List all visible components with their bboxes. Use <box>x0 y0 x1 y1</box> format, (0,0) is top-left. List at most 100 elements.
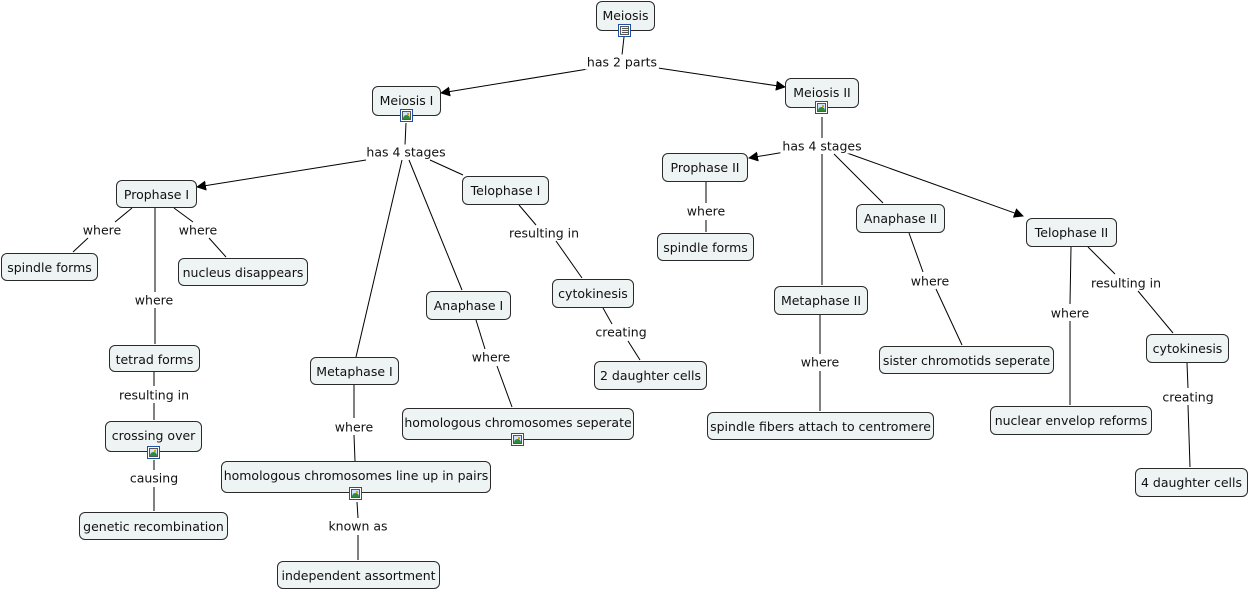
line-has4stages-telophase1 <box>429 159 464 176</box>
concept-label: independent assortment <box>281 568 436 583</box>
line-meiosis1-has4stages <box>404 122 407 146</box>
line-where2-nucleus <box>208 237 227 258</box>
concept-label: Telophase I <box>470 183 541 198</box>
concept-4-daughter-cells[interactable]: 4 daughter cells <box>1135 468 1248 497</box>
line-has4stages2-prophase2 <box>748 151 786 162</box>
concept-prophase-1[interactable]: Prophase I <box>116 180 197 208</box>
concept-label: Prophase II <box>670 160 740 175</box>
image-icon[interactable] <box>815 101 828 114</box>
line-telophase2-resultingin <box>1087 246 1116 275</box>
concept-label: Anaphase I <box>433 298 504 313</box>
concept-anaphase-2[interactable]: Anaphase II <box>856 204 945 233</box>
concept-spindle-fibers-attach[interactable]: spindle fibers attach to centromere <box>707 412 934 440</box>
line-where-sister <box>935 288 963 346</box>
link-label-has-4-stages-1: has 4 stages <box>364 144 448 160</box>
concept-label: Anaphase II <box>863 211 938 226</box>
line-meiosis-has2parts <box>621 36 625 56</box>
line-has2parts-meiosis2 <box>657 67 786 91</box>
concept-homologous-line-up[interactable]: homologous chromosomes line up in pairs <box>221 461 491 493</box>
link-label-where-m1: where <box>332 419 376 435</box>
link-label-causing: causing <box>127 470 181 486</box>
link-label-where-tetrad: where <box>132 292 176 308</box>
line-prophase1-where2 <box>173 207 194 223</box>
concept-label: nuclear envelop reforms <box>994 413 1148 428</box>
line-telophase2-where <box>1069 246 1072 305</box>
concept-label: Meiosis I <box>379 93 434 108</box>
concept-label: 4 daughter cells <box>1140 475 1243 490</box>
concept-label: genetic recombination <box>83 519 224 534</box>
line-prophase1-where1 <box>114 207 133 223</box>
concept-label: Meiosis <box>602 8 649 23</box>
concept-label: cytokinesis <box>558 286 628 301</box>
link-label-has-2-parts: has 2 parts <box>584 54 660 70</box>
link-label-resulting-in-t1: resulting in <box>506 225 582 241</box>
concept-cytokinesis-1[interactable]: cytokinesis <box>552 279 634 308</box>
concept-label: spindle forms <box>663 240 748 255</box>
line-has4stages2-telophase2 <box>846 152 1024 218</box>
concept-label: nucleus disappears <box>182 265 304 280</box>
concept-label: sister chromotids seperate <box>882 353 1051 368</box>
line-cytokinesis1-creating <box>602 307 613 325</box>
image-icon[interactable] <box>147 446 160 459</box>
line-has4stages-prophase1 <box>196 159 367 191</box>
concept-label: homologous chromosomes seperate <box>404 415 632 430</box>
concept-label: 2 daughter cells <box>599 368 702 383</box>
concept-spindle-forms-2[interactable]: spindle forms <box>657 233 754 261</box>
line-cytokinesis2-creating <box>1186 362 1189 389</box>
concept-label: Telophase II <box>1034 225 1109 240</box>
concept-anaphase-1[interactable]: Anaphase I <box>426 291 511 320</box>
concept-genetic-recombination[interactable]: genetic recombination <box>79 512 228 540</box>
concept-nuclear-envelop[interactable]: nuclear envelop reforms <box>990 406 1152 435</box>
image-icon[interactable] <box>400 109 413 122</box>
concept-2-daughter-cells[interactable]: 2 daughter cells <box>594 361 707 390</box>
concept-metaphase-2[interactable]: Metaphase II <box>774 286 868 315</box>
line-has2parts-meiosis1 <box>440 68 589 97</box>
concept-cytokinesis-2[interactable]: cytokinesis <box>1146 334 1229 363</box>
concept-telophase-2[interactable]: Telophase II <box>1026 218 1117 247</box>
concept-label: homologous chromosomes line up in pairs <box>223 468 489 483</box>
concept-label: Metaphase I <box>316 364 393 379</box>
link-label-resulting-in-t2: resulting in <box>1088 275 1164 291</box>
concept-telophase-1[interactable]: Telophase I <box>462 176 549 205</box>
concept-label: Metaphase II <box>780 293 862 308</box>
concept-label: cytokinesis <box>1152 341 1223 356</box>
concept-spindle-forms-1[interactable]: spindle forms <box>1 253 98 281</box>
link-label-creating-1: creating <box>593 324 649 340</box>
line-where1-spindle <box>72 237 89 253</box>
line-has4stages-anaphase1 <box>408 159 463 291</box>
concept-label: crossing over <box>111 428 196 443</box>
link-label-where-a1: where <box>469 349 513 365</box>
image-icon[interactable] <box>349 487 362 500</box>
note-icon[interactable] <box>618 24 631 37</box>
link-label-known-as: known as <box>326 518 390 534</box>
link-label-creating-2: creating <box>1160 389 1216 405</box>
image-icon[interactable] <box>511 433 524 446</box>
line-where-homologousline <box>353 434 356 462</box>
link-label-where-nucleus: where <box>176 222 220 238</box>
line-has4stages-metaphase1 <box>355 159 403 358</box>
line-has4stages2-anaphase2 <box>833 153 884 204</box>
link-label-where-p2: where <box>684 203 728 219</box>
line-resultingin-cytokinesis1 <box>555 240 583 279</box>
concept-label: spindle fibers attach to centromere <box>710 419 931 434</box>
concept-label: Meiosis II <box>793 85 851 100</box>
link-label-where-t2: where <box>1048 305 1092 321</box>
concept-independent-assortment[interactable]: independent assortment <box>277 561 440 589</box>
line-homologousline-knownas <box>356 501 359 519</box>
line-anaphase1-where <box>475 319 486 350</box>
line-resultingin-cytokinesis2 <box>1137 290 1174 334</box>
concept-sister-chromotids[interactable]: sister chromotids seperate <box>879 346 1054 374</box>
concept-metaphase-1[interactable]: Metaphase I <box>310 357 399 385</box>
line-creating-2daughter <box>627 340 641 361</box>
concept-label: tetrad forms <box>115 352 194 367</box>
concept-prophase-2[interactable]: Prophase II <box>662 153 748 182</box>
concept-tetrad-forms[interactable]: tetrad forms <box>109 345 200 372</box>
concept-label: Prophase I <box>123 187 190 202</box>
link-label-has-4-stages-2: has 4 stages <box>780 138 864 154</box>
link-label-where-a2: where <box>908 273 952 289</box>
concept-label: spindle forms <box>7 260 92 275</box>
concept-meiosis-1[interactable]: Meiosis I <box>372 86 441 116</box>
link-label-where-m2: where <box>798 354 842 370</box>
concept-nucleus-disappears[interactable]: nucleus disappears <box>178 258 308 286</box>
